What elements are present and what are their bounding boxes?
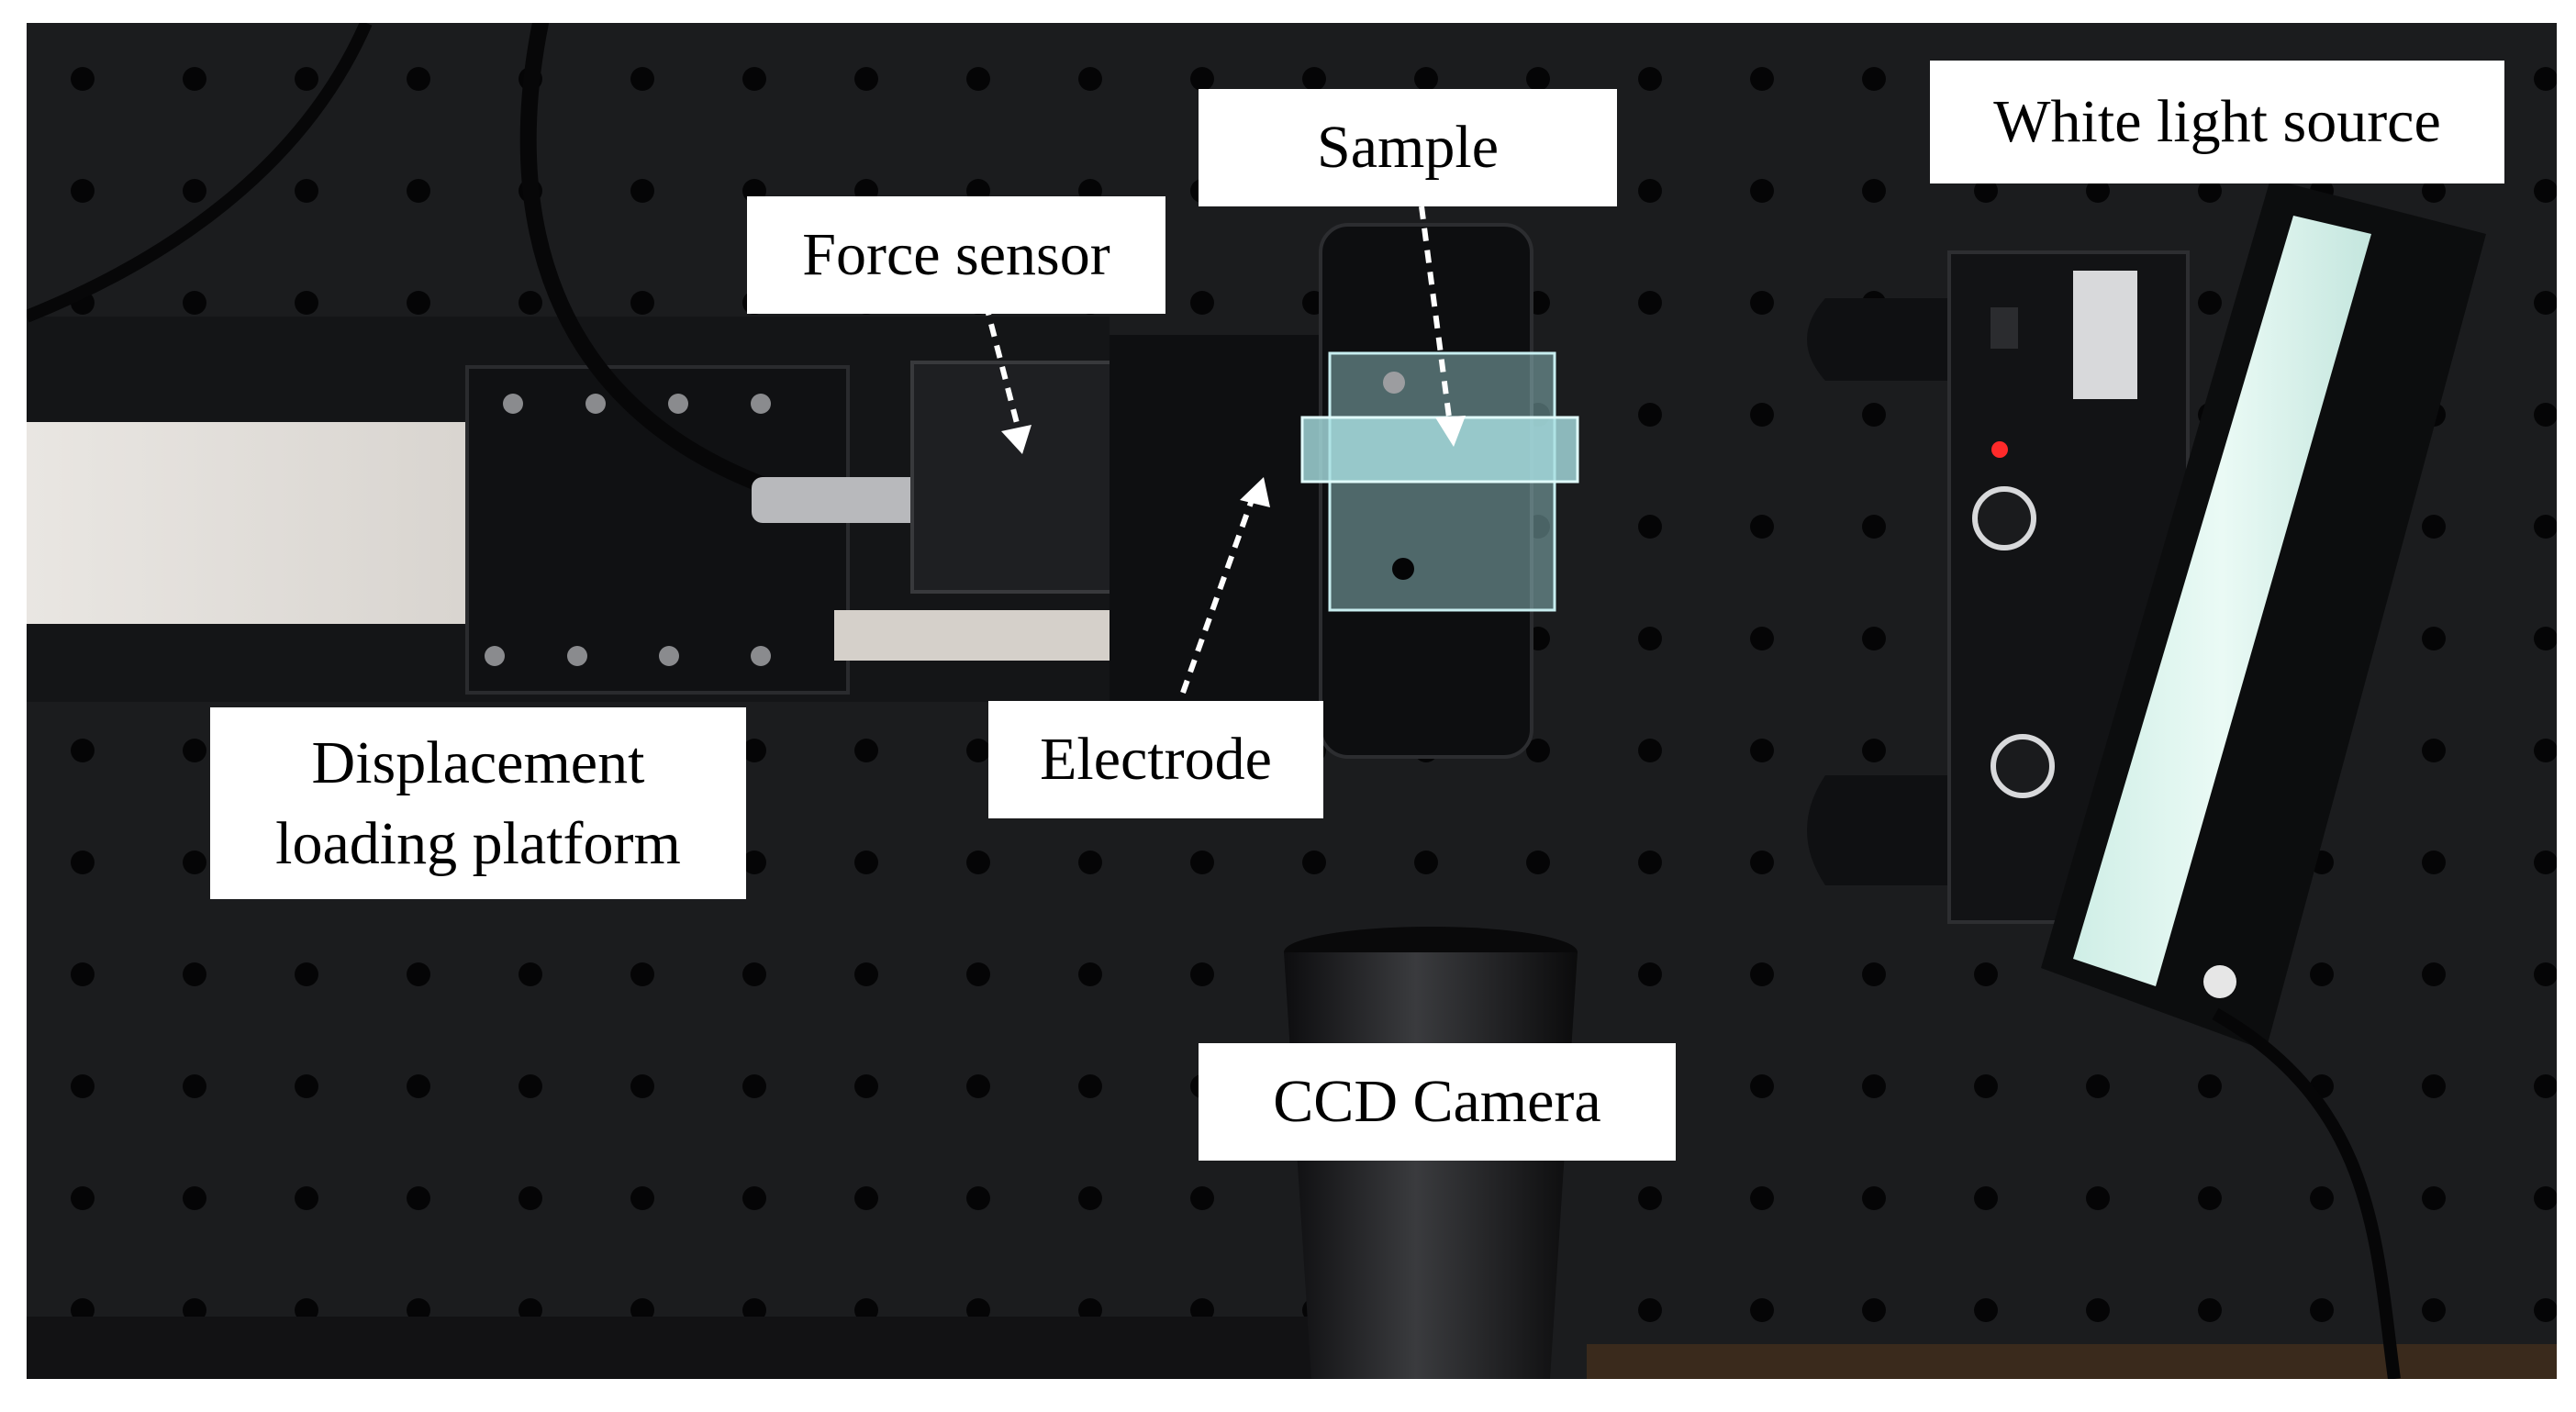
sensor-cable xyxy=(519,23,787,499)
carriage-screws xyxy=(485,394,771,666)
label-sample: Sample xyxy=(1199,89,1617,206)
label-electrode: Electrode xyxy=(988,701,1323,818)
label-white-light-source-text: White light source xyxy=(1993,88,2441,155)
led-panel xyxy=(2073,216,2371,986)
sample-holder xyxy=(1319,223,1533,759)
label-electrode-text: Electrode xyxy=(1040,726,1272,793)
label-displacement-platform: Displacement loading platform xyxy=(210,707,746,899)
annotation-arrows xyxy=(983,206,1452,695)
platform-carriage xyxy=(465,365,850,695)
label-ccd-camera: CCD Camera xyxy=(1199,1043,1676,1161)
white-light-source xyxy=(1807,179,2486,1051)
label-sample-text: Sample xyxy=(1317,114,1499,181)
light-cable xyxy=(2212,1007,2401,1379)
label-white-light-source: White light source xyxy=(1930,61,2504,183)
platform-slider-plate xyxy=(27,422,485,624)
label-force-sensor-text: Force sensor xyxy=(802,221,1110,288)
indicator-led xyxy=(1991,441,2008,458)
sensor-connector xyxy=(752,477,926,523)
intensity-knob-2 xyxy=(1991,734,2055,798)
label-displacement-platform-text: Displacement loading platform xyxy=(275,728,681,877)
electrode-stage xyxy=(1110,335,1339,739)
intensity-knob-1 xyxy=(1972,486,2036,550)
table-lower-edge xyxy=(27,1317,1311,1379)
label-ccd-camera-text: CCD Camera xyxy=(1273,1068,1601,1135)
force-sensor-body xyxy=(910,361,1116,594)
sample-specimen xyxy=(1300,416,1579,484)
label-force-sensor: Force sensor xyxy=(747,196,1165,314)
